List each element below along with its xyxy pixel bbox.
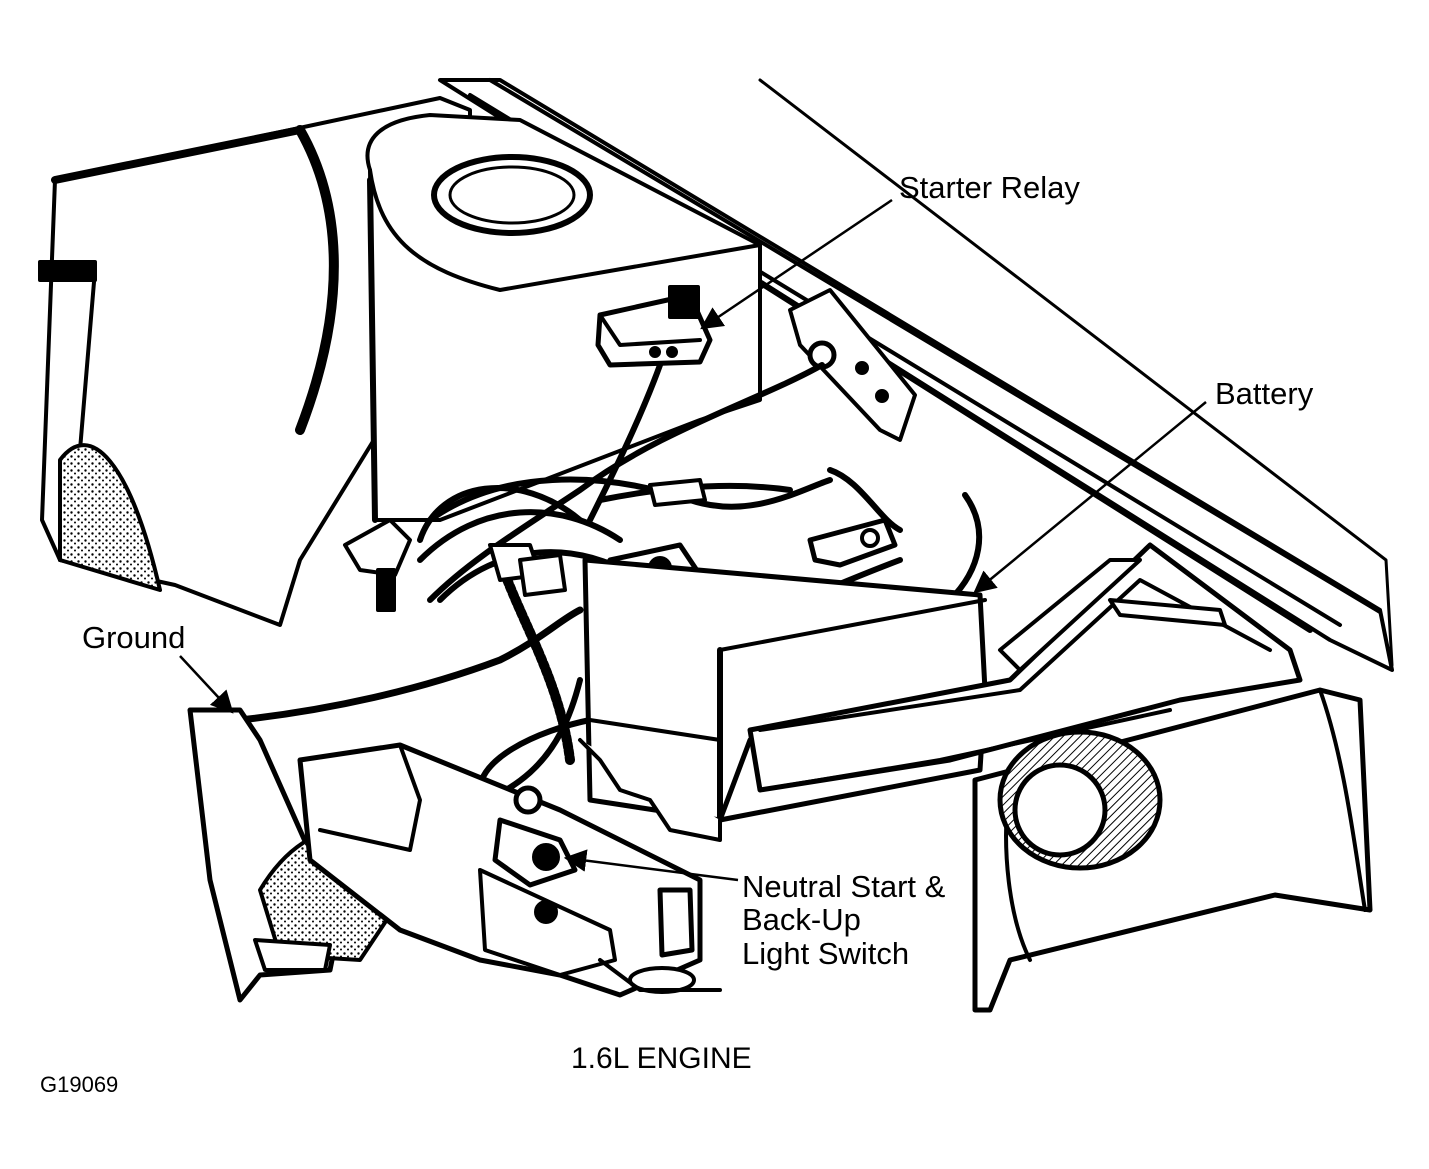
starter-relay-leader — [700, 198, 893, 330]
starter-relay-label: Starter Relay — [899, 170, 1080, 205]
neutral-switch-label-line3: Light Switch — [742, 935, 910, 971]
starter-relay — [595, 285, 713, 368]
figure-caption: 1.6L ENGINE — [571, 1042, 752, 1075]
neutral-switch-label-line1: Neutral Start & — [742, 869, 946, 904]
battery-label: Battery — [1215, 376, 1314, 411]
figure-id: G19069 — [40, 1072, 119, 1097]
neutral-switch-leader — [563, 849, 739, 882]
left-fender — [38, 96, 472, 627]
ground-leader — [179, 655, 234, 714]
ground-label: Ground — [82, 620, 186, 655]
neutral-switch-label: Neutral Start & Back-Up Light Switch — [742, 869, 946, 971]
harness-connectors — [343, 518, 567, 612]
neutral-switch-label-line2: Back-Up — [742, 902, 861, 938]
transaxle-case — [297, 742, 722, 998]
strut-tower — [365, 113, 762, 523]
battery-tray — [747, 542, 1303, 793]
leader-lines — [179, 198, 1207, 882]
right-wheel-well — [972, 687, 1373, 1013]
battery-leader — [973, 401, 1207, 594]
cowl-bracket — [788, 288, 917, 442]
